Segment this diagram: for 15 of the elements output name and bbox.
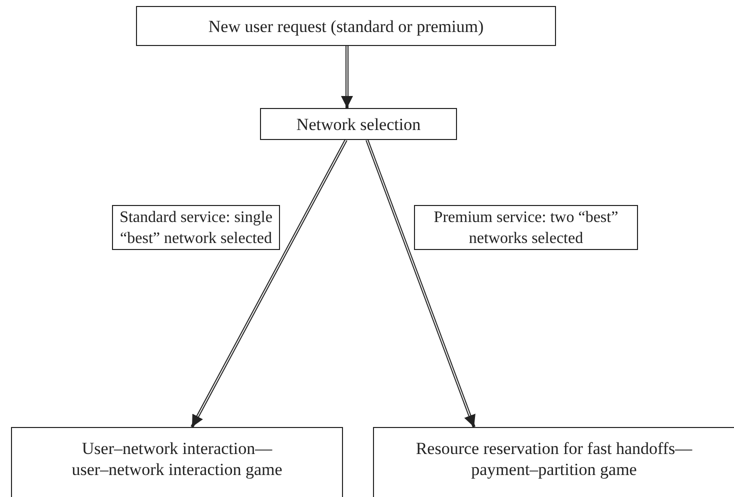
box-text: User–network interaction— user–network interaction game bbox=[70, 438, 284, 480]
note-box bbox=[112, 205, 280, 250]
note-box bbox=[414, 205, 638, 250]
process-box bbox=[11, 427, 343, 497]
process-box bbox=[373, 427, 734, 497]
process-box bbox=[136, 6, 556, 46]
box-text: Resource reservation for fast handoffs— payment–partition game bbox=[414, 438, 694, 480]
process-box bbox=[260, 108, 457, 140]
arrow bbox=[341, 46, 353, 108]
box-text: New user request (standard or premium) bbox=[207, 16, 485, 36]
arrow bbox=[366, 139, 476, 428]
box-text: Network selection bbox=[295, 114, 422, 134]
box-text: Standard service: single “best” network selected bbox=[118, 208, 274, 248]
box-text: Premium service: two “best” networks selected bbox=[432, 208, 620, 248]
arrow bbox=[190, 139, 348, 428]
